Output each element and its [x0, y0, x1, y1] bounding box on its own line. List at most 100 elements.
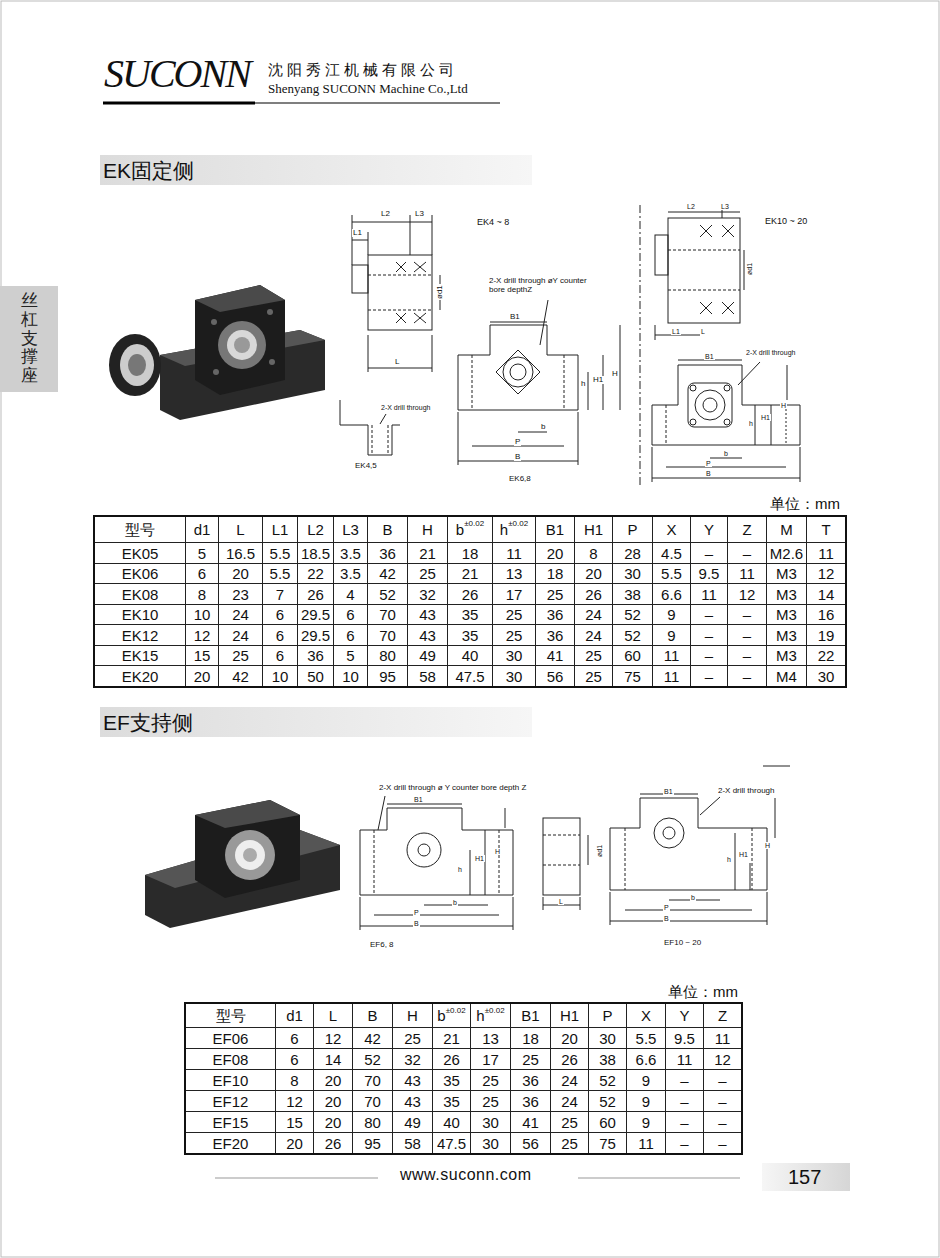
- table-cell: –: [727, 624, 767, 646]
- table-cell: 9: [652, 624, 691, 646]
- dimension-label: H: [780, 402, 787, 409]
- table-cell: 11: [652, 665, 691, 687]
- table-cell: –: [703, 1111, 742, 1133]
- cell-text: 36: [522, 1073, 539, 1088]
- cell-text: –: [705, 648, 713, 663]
- table-cell: –: [703, 1069, 742, 1091]
- cell-text: 30: [624, 566, 641, 581]
- cell-text: H1: [584, 522, 603, 537]
- table-cell: –: [665, 1090, 704, 1112]
- figure-caption: EK10 ~ 20: [764, 217, 808, 226]
- cell-text: 29.5: [301, 628, 330, 643]
- table-cell: 70: [352, 1090, 393, 1112]
- table-cell: M4: [766, 665, 807, 687]
- table-cell: 36: [510, 1090, 551, 1112]
- table-cell: 20: [218, 563, 263, 584]
- table-cell: 25: [550, 1111, 589, 1133]
- table-header-cell: h±0.02: [470, 1003, 511, 1028]
- table-cell: 36: [367, 542, 408, 564]
- cell-text: Y: [679, 1008, 689, 1023]
- cell-text: 52: [599, 1094, 616, 1109]
- cell-text: d1: [194, 522, 211, 537]
- cell-text: P: [602, 1008, 612, 1023]
- table-cell: 8: [185, 583, 219, 605]
- table-cell: 7: [262, 583, 298, 605]
- table-cell: 5: [333, 645, 368, 666]
- cell-text: 20: [194, 669, 211, 684]
- drill-note: 2-X drill through: [745, 349, 796, 357]
- table-cell: 42: [367, 563, 408, 584]
- table-cell: M3: [766, 583, 807, 605]
- table-cell: 25: [535, 583, 575, 605]
- table-cell: 12: [275, 1090, 314, 1112]
- cell-text: –: [743, 669, 751, 684]
- cell-text: –: [743, 648, 751, 663]
- table-cell: 6: [333, 624, 368, 646]
- cell-text: EF06: [213, 1031, 249, 1046]
- table-header-cell: L2: [297, 516, 334, 543]
- table-cell: 42: [218, 665, 263, 687]
- table-cell: 29.5: [297, 604, 334, 625]
- table-cell: 17: [470, 1048, 511, 1070]
- cell-text: 11: [677, 1052, 693, 1067]
- drill-note: 2-X drill through: [717, 786, 775, 795]
- cell-text: B1: [521, 1008, 539, 1023]
- table-cell: 9: [626, 1111, 666, 1133]
- cell-text: 型号: [216, 1008, 246, 1023]
- table-cell: 25: [550, 1132, 589, 1154]
- cell-text: 20: [232, 566, 249, 581]
- table-cell: 43: [392, 1069, 433, 1091]
- table-cell: EK05: [94, 542, 186, 564]
- cell-text: 13: [506, 566, 523, 581]
- cell-text: 5: [198, 546, 206, 561]
- table-cell: 14: [806, 583, 846, 605]
- table-cell: –: [690, 665, 728, 687]
- table-cell: 22: [297, 563, 334, 584]
- dimension-label: L3: [414, 210, 425, 218]
- cell-text: h: [500, 522, 508, 537]
- table-cell: 11: [492, 542, 536, 564]
- table-cell: 9: [652, 604, 691, 625]
- table-cell: 29.5: [297, 624, 334, 646]
- table-cell: 60: [588, 1111, 627, 1133]
- cell-text: 6: [198, 566, 206, 581]
- cell-text: 16: [818, 607, 835, 622]
- cell-text: L1: [272, 522, 289, 537]
- page-number: 157: [788, 1167, 821, 1187]
- table-cell: 28: [612, 542, 653, 564]
- table-cell: 75: [588, 1132, 627, 1154]
- table-cell: 22: [806, 645, 846, 666]
- cell-text: M3: [776, 607, 797, 622]
- cell-text: 36: [547, 628, 564, 643]
- cell-text: 38: [624, 587, 641, 602]
- table-cell: 30: [492, 665, 536, 687]
- table-cell: 36: [510, 1069, 551, 1091]
- unit-note: 单位：mm: [770, 496, 840, 511]
- cell-text: –: [743, 607, 751, 622]
- table-cell: 70: [367, 624, 408, 646]
- dimension-label: B: [514, 453, 521, 461]
- table-cell: 20: [535, 542, 575, 564]
- cell-text: 95: [379, 669, 396, 684]
- table-cell: 24: [218, 624, 263, 646]
- cell-text: 70: [379, 607, 396, 622]
- cell-text: 95: [364, 1136, 381, 1151]
- table-cell: EF20: [185, 1132, 276, 1154]
- cell-text: 26: [585, 587, 602, 602]
- cell-text: –: [705, 628, 713, 643]
- cell-text: 20: [547, 546, 564, 561]
- cell-text: 50: [307, 669, 324, 684]
- cell-text: 36: [547, 607, 564, 622]
- table-cell: 11: [690, 583, 728, 605]
- table-cell: –: [703, 1090, 742, 1112]
- cell-text: 6: [346, 628, 354, 643]
- cell-text: 75: [624, 669, 641, 684]
- table-header-cell: B: [367, 516, 408, 543]
- company-name: 沈阳秀江机械有限公司: [268, 63, 458, 78]
- table-cell: M3: [766, 624, 807, 646]
- cell-text: 36: [522, 1094, 539, 1109]
- table-cell: 75: [612, 665, 653, 687]
- table-cell: 36: [297, 645, 334, 666]
- table-header-cell: h±0.02: [492, 516, 536, 543]
- table-cell: 50: [297, 665, 334, 687]
